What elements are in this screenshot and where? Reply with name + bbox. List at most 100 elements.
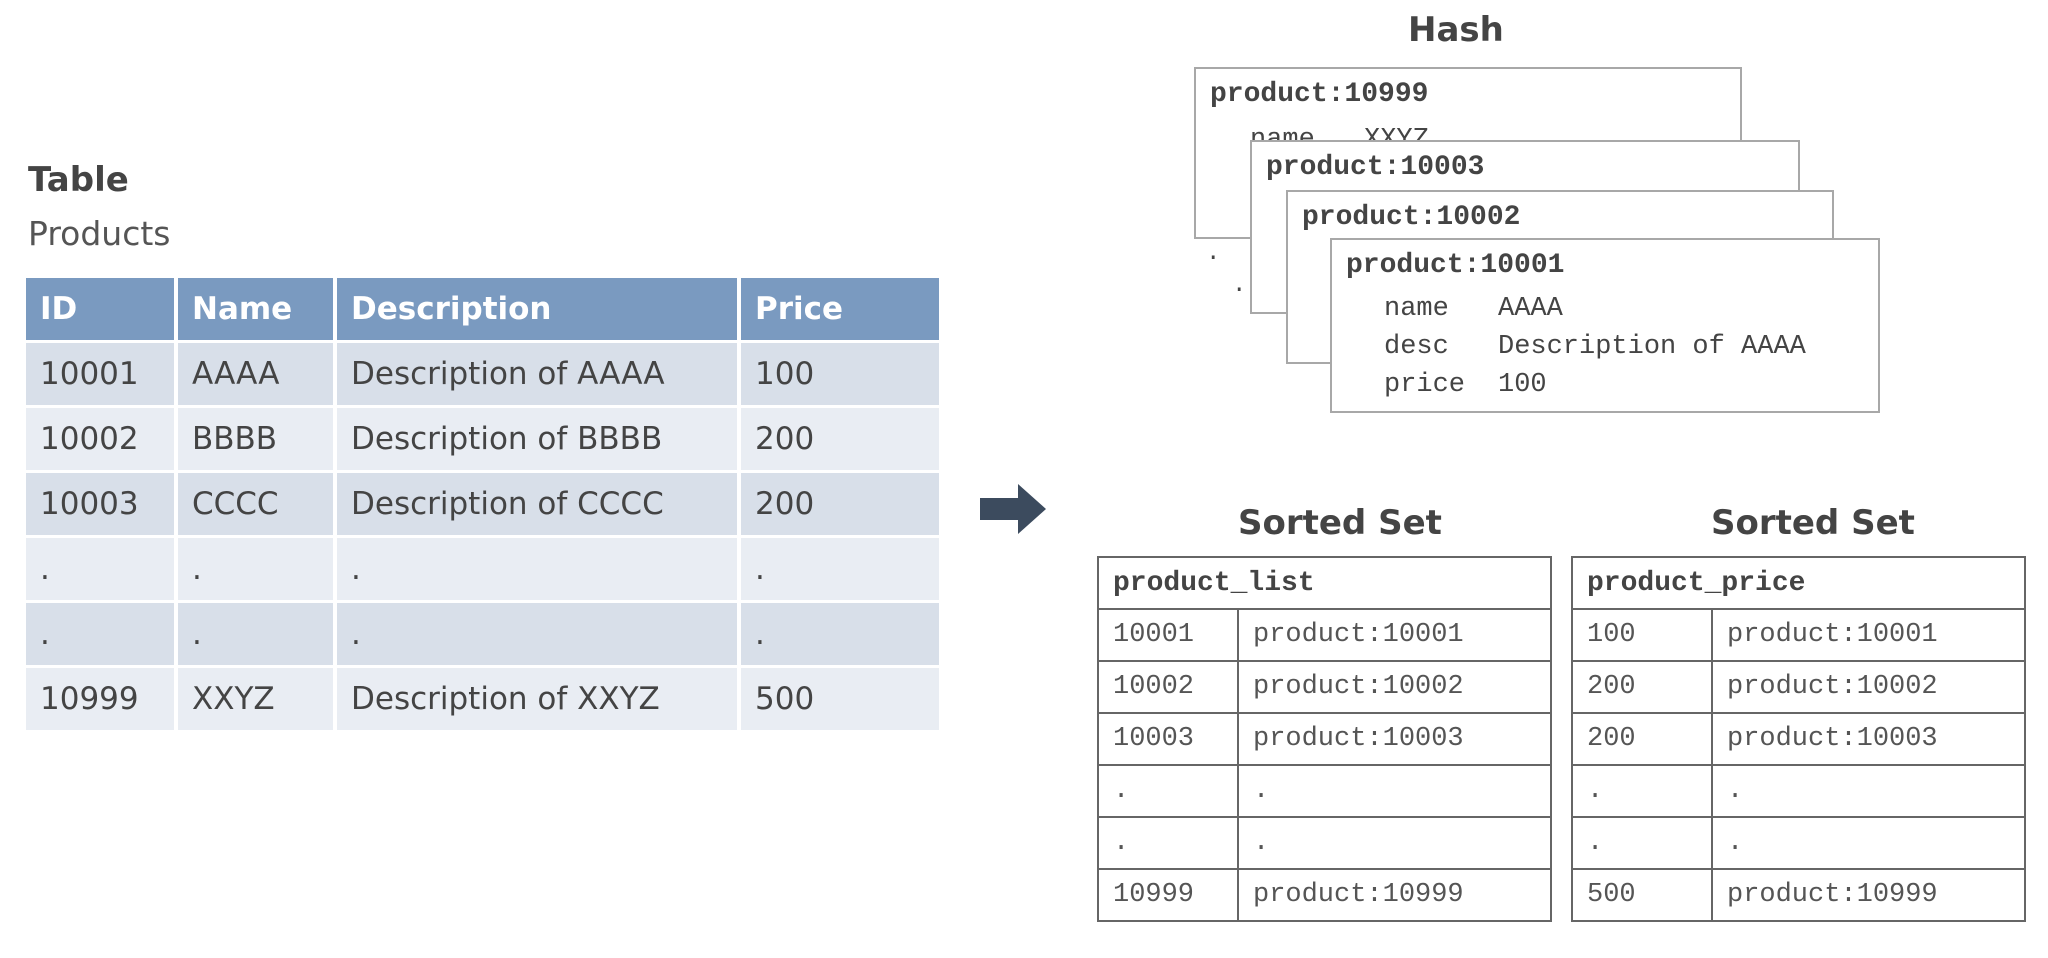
hash-card-10001: product:10001 name AAAA desc Description o… <box>1330 238 1880 413</box>
sorted-set-heading: Sorted Set <box>1238 503 1442 543</box>
column-header-price: Price <box>741 278 939 340</box>
table-heading: Table <box>28 160 129 200</box>
cell-name: . <box>178 603 333 665</box>
cell-price: 200 <box>741 408 939 470</box>
sorted-set-key-row: product_list <box>1097 556 1552 610</box>
table-row: 10003 CCCC Description of CCCC 200 <box>26 473 939 535</box>
sorted-set-score: 200 <box>1571 660 1713 714</box>
hash-heading: Hash <box>1408 10 1504 50</box>
hash-field-name: price <box>1384 370 1466 400</box>
sorted-set-score: 10001 <box>1097 608 1239 662</box>
sorted-set-member: product:10999 <box>1237 868 1552 922</box>
cell-price: . <box>741 603 939 665</box>
hash-field-row: price 100 <box>1384 366 1806 404</box>
sorted-set-score: . <box>1097 764 1239 818</box>
hash-field-row: name AAAA <box>1384 290 1806 328</box>
sorted-set-score: 10003 <box>1097 712 1239 766</box>
sorted-set-key: product_price <box>1571 556 2026 610</box>
sorted-set-member: . <box>1711 764 2026 818</box>
products-table-header-row: ID Name Description Price <box>26 278 939 340</box>
hash-field-value: AAAA <box>1498 294 1563 324</box>
column-header-name: Name <box>178 278 333 340</box>
sorted-set-score: . <box>1097 816 1239 870</box>
sorted-set-score: 10002 <box>1097 660 1239 714</box>
sorted-set-row: .. <box>1097 764 1552 818</box>
sorted-set-score: 200 <box>1571 712 1713 766</box>
table-row: 10999 XXYZ Description of XXYZ 500 <box>26 668 939 730</box>
sorted-set-member: product:10002 <box>1711 660 2026 714</box>
sorted-set-member: product:10001 <box>1237 608 1552 662</box>
sorted-set-member: . <box>1237 764 1552 818</box>
hash-key: product:10003 <box>1266 152 1485 183</box>
cell-id: 10002 <box>26 408 174 470</box>
cell-id: . <box>26 538 174 600</box>
cell-id: 10999 <box>26 668 174 730</box>
column-header-description: Description <box>337 278 737 340</box>
sorted-set-heading: Sorted Set <box>1711 503 1915 543</box>
cell-name: AAAA <box>178 343 333 405</box>
cell-description: Description of CCCC <box>337 473 737 535</box>
table-name: Products <box>28 214 171 253</box>
column-header-id: ID <box>26 278 174 340</box>
table-row: . . . . <box>26 603 939 665</box>
cell-description: Description of BBBB <box>337 408 737 470</box>
sorted-set-score: . <box>1571 816 1713 870</box>
sorted-set-score: 100 <box>1571 608 1713 662</box>
sorted-set-member: product:10002 <box>1237 660 1552 714</box>
right-arrow-icon <box>980 484 1046 534</box>
hash-field-name: name <box>1384 294 1449 324</box>
sorted-set-row: .. <box>1097 816 1552 870</box>
sorted-set-member: product:10001 <box>1711 608 2026 662</box>
sorted-set-score: 10999 <box>1097 868 1239 922</box>
sorted-set-score: 500 <box>1571 868 1713 922</box>
ellipsis-dot: . <box>1206 240 1221 267</box>
hash-fields: name AAAA desc Description of AAAA price 10… <box>1384 290 1806 404</box>
sorted-set-member: product:10999 <box>1711 868 2026 922</box>
sorted-set-member: product:10003 <box>1711 712 2026 766</box>
cell-description: Description of AAAA <box>337 343 737 405</box>
cell-price: 200 <box>741 473 939 535</box>
products-table: ID Name Description Price 10001 AAAA Des… <box>22 275 943 733</box>
sorted-set-member: product:10003 <box>1237 712 1552 766</box>
cell-name: CCCC <box>178 473 333 535</box>
hash-key: product:10999 <box>1210 79 1429 110</box>
cell-id: 10001 <box>26 343 174 405</box>
sorted-set-row: .. <box>1571 816 2026 870</box>
hash-field-value: Description of AAAA <box>1498 332 1806 362</box>
sorted-set-member: . <box>1237 816 1552 870</box>
hash-field-name: desc <box>1384 332 1449 362</box>
hash-field-row: desc Description of AAAA <box>1384 328 1806 366</box>
cell-name: BBBB <box>178 408 333 470</box>
cell-description: Description of XXYZ <box>337 668 737 730</box>
cell-id: . <box>26 603 174 665</box>
cell-price: . <box>741 538 939 600</box>
sorted-set-score: . <box>1571 764 1713 818</box>
cell-name: XXYZ <box>178 668 333 730</box>
hash-key: product:10001 <box>1346 250 1565 281</box>
sorted-set-row: .. <box>1571 764 2026 818</box>
hash-field-value: 100 <box>1498 370 1547 400</box>
cell-description: . <box>337 603 737 665</box>
sorted-set-member: . <box>1711 816 2026 870</box>
hash-key: product:10002 <box>1302 202 1521 233</box>
ellipsis-dot: . <box>1232 272 1247 299</box>
sorted-set-key: product_list <box>1097 556 1552 610</box>
table-row: . . . . <box>26 538 939 600</box>
cell-name: . <box>178 538 333 600</box>
cell-id: 10003 <box>26 473 174 535</box>
table-row: 10001 AAAA Description of AAAA 100 <box>26 343 939 405</box>
cell-price: 100 <box>741 343 939 405</box>
cell-description: . <box>337 538 737 600</box>
sorted-set-key-row: product_price <box>1571 556 2026 610</box>
cell-price: 500 <box>741 668 939 730</box>
